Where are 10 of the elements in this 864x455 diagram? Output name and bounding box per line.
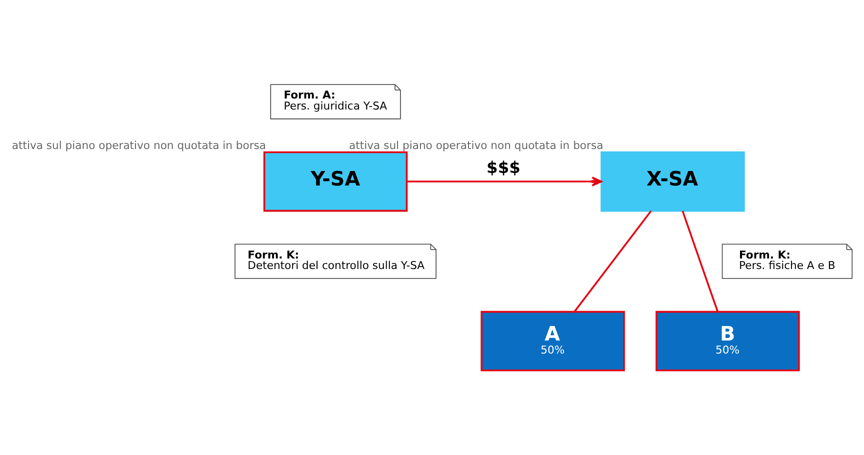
- connector: [574, 210, 652, 312]
- arrow: [407, 176, 602, 186]
- node-box: B 50%: [656, 310, 800, 372]
- edge-label: $$$: [486, 158, 520, 177]
- node-label: attiva sul piano operativo non quotata in borsa: [12, 139, 266, 152]
- connector: [682, 210, 719, 312]
- node-box: Y-SA: [263, 151, 408, 212]
- node-label: attiva sul piano operativo non quotata in borsa: [349, 139, 604, 152]
- node-box: X-SA: [600, 151, 745, 212]
- node-box: A 50%: [480, 310, 625, 372]
